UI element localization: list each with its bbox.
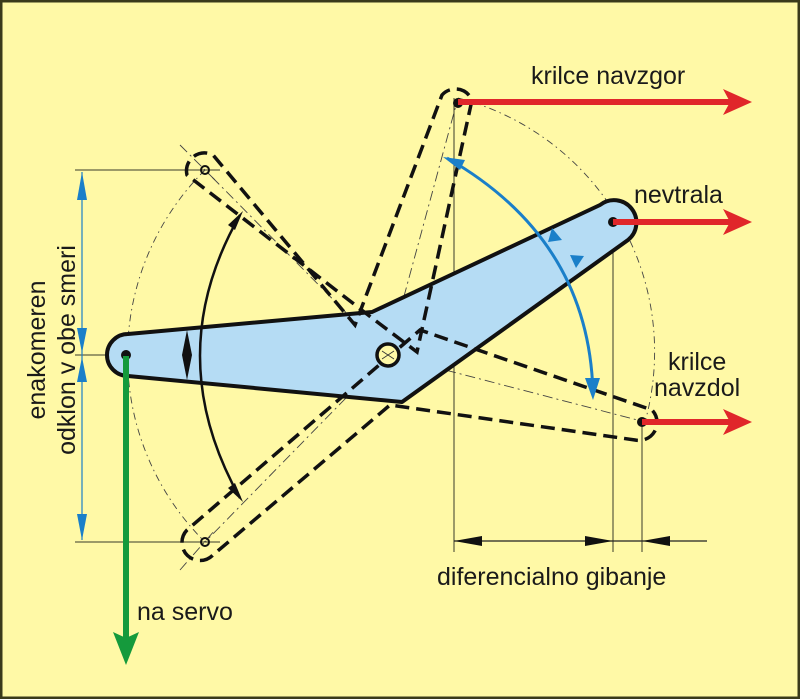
servo-rotation-arc (198, 214, 242, 499)
construction-arcs (127, 97, 656, 543)
lever-up-position (184, 87, 474, 356)
push-rod-arrowheads (723, 89, 752, 435)
label-neutral: nevtrala (634, 181, 723, 209)
label-differential-motion: diferencialno gibanje (437, 563, 667, 591)
label-aileron-down-line2: navzdol (654, 374, 741, 402)
servo-arrowhead (113, 632, 139, 665)
label-equal-deflection-line1: enakomeren (23, 280, 51, 420)
pivot-cross (381, 350, 395, 360)
label-to-servo: na servo (137, 598, 233, 626)
label-aileron-down-line1: krilce (668, 348, 727, 376)
servo-arm-radius-arc (127, 169, 206, 543)
push-rod-arrows (458, 99, 740, 425)
differential-dimension (454, 536, 707, 546)
servo-rotation-arrowheads (182, 211, 243, 502)
label-equal-deflection-line2: odklon v obe smeri (53, 245, 81, 455)
equal-deflection-dimension (77, 172, 87, 540)
projection-lines (75, 98, 643, 552)
bellcrank-lever-neutral (105, 198, 639, 404)
aileron-arm-radius-arc (457, 97, 656, 423)
aileron-rotation-arc (446, 156, 595, 396)
label-equal-deflection: enakomeren odklon v obe smeri (22, 220, 82, 480)
label-aileron-up: krilce navzgor (531, 62, 686, 90)
aileron-rotation-arrowheads (443, 157, 600, 400)
